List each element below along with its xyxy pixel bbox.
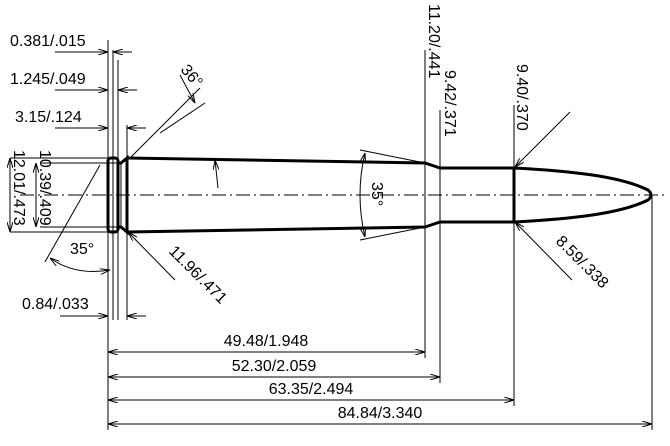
case-length-label: 52.30/2.059 <box>232 358 317 375</box>
diameter-dimensions: 11.96/.471 8.59/.338 11.20/.441 9.42/.37… <box>128 4 611 308</box>
base-diameter-label: 11.96/.471 <box>165 243 230 308</box>
bullet <box>513 166 653 224</box>
rim-groove-label: 1.245/.049 <box>10 71 86 88</box>
rim-thickness-label: 0.381/.015 <box>10 33 86 50</box>
groove-length-label: 3.15/.124 <box>15 109 82 126</box>
length-dimensions: 49.48/1.948 52.30/2.059 63.35/2.494 84.8… <box>108 333 652 424</box>
neck-end-length-label: 63.35/2.494 <box>269 381 354 398</box>
shoulder-diameter-label: 11.20/.441 <box>425 4 442 79</box>
bullet-diameter-label: 9.40/.370 <box>513 64 530 131</box>
rim-diameter-label: 12.01/.473 <box>10 150 27 226</box>
rim-angle-label: 35° <box>70 241 94 258</box>
extension-lines <box>10 40 653 430</box>
overall-length-label: 84.84/3.340 <box>338 405 423 422</box>
shoulder-length-label: 49.48/1.948 <box>224 333 309 350</box>
groove-diameter-label: 10.39/.409 <box>36 150 53 226</box>
rim-bevel-label: 0.84/.033 <box>22 296 89 313</box>
rim-dimensions: 0.381/.015 1.245/.049 3.15/.124 0.84/.03… <box>10 33 146 316</box>
bullet-base-diameter-label: 8.59/.338 <box>552 233 611 292</box>
shoulder-angle-label: 35° <box>368 182 385 206</box>
neck-diameter-label: 9.42/.371 <box>441 70 458 137</box>
groove-angle-label: 36° <box>177 62 206 91</box>
angle-annotations: 36° 35° 35° <box>44 62 426 272</box>
